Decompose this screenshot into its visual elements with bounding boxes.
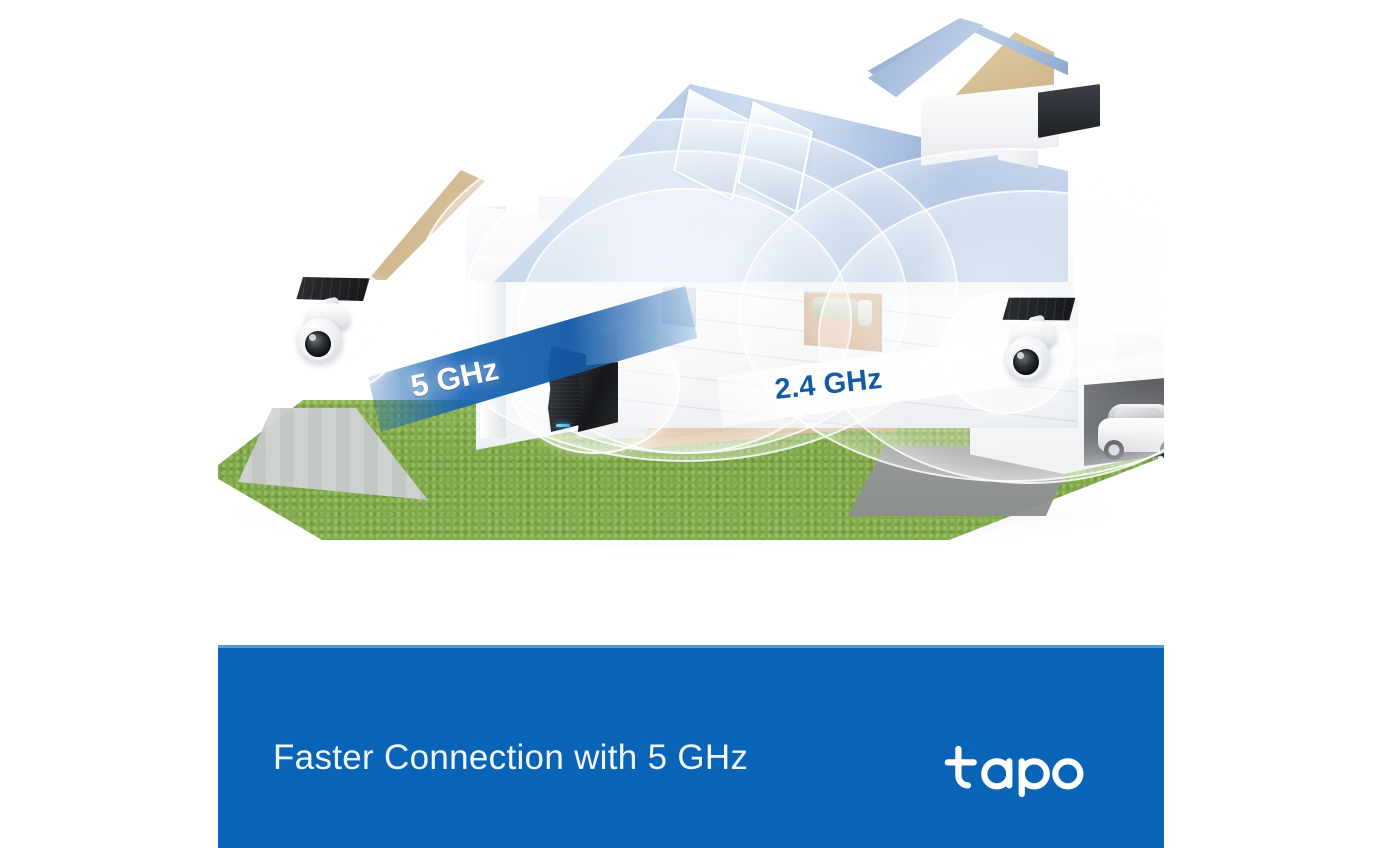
footer-divider xyxy=(218,645,1164,648)
content-frame: 5 GHz 2.4 GHz xyxy=(218,0,1164,848)
car xyxy=(1098,402,1164,460)
solar-security-camera-left xyxy=(278,276,388,368)
footer-title: Faster Connection with 5 GHz xyxy=(273,738,749,777)
solar-security-camera-right xyxy=(986,296,1096,388)
band-24ghz-label: 2.4 GHz xyxy=(773,362,884,406)
camera-lens-icon xyxy=(302,328,334,360)
tapo-logo xyxy=(944,743,1088,799)
bathtub xyxy=(811,296,861,320)
router-body-right xyxy=(578,362,618,432)
camera-lens-icon xyxy=(1010,346,1042,378)
toilet xyxy=(858,300,872,326)
car-wheel xyxy=(1160,440,1164,460)
router-led xyxy=(556,424,570,427)
hero-illustration: 5 GHz 2.4 GHz xyxy=(218,0,1164,645)
dormer-window xyxy=(1038,84,1100,138)
car-wheel xyxy=(1104,440,1124,460)
footer-banner: Faster Connection with 5 GHz xyxy=(218,645,1164,848)
